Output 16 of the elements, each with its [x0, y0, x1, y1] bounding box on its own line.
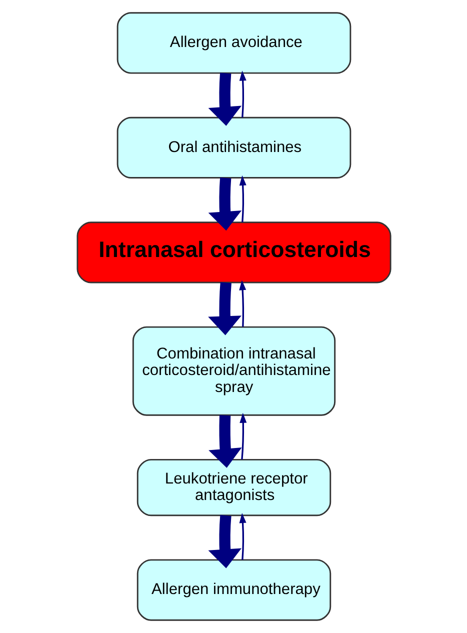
arrow — [208, 415, 242, 468]
arrow — [208, 515, 241, 568]
node-box: Leukotriene receptor antagonists — [136, 458, 331, 516]
arrow — [208, 282, 241, 336]
arrow — [208, 72, 242, 126]
arrow — [238, 70, 246, 118]
node-box: Intranasal corticosteroids — [76, 222, 391, 284]
node-box: Allergen avoidance — [116, 12, 351, 74]
node-box: Oral antihistamines — [116, 116, 351, 178]
node-box: Allergen immunotherapy — [136, 559, 331, 621]
arrow — [208, 178, 242, 231]
arrow — [238, 280, 246, 327]
node-box: Combination intranasal corticosteroid/antihistamine spray — [132, 326, 336, 416]
arrow — [239, 412, 246, 460]
arrow — [238, 175, 246, 222]
arrow — [238, 513, 246, 560]
